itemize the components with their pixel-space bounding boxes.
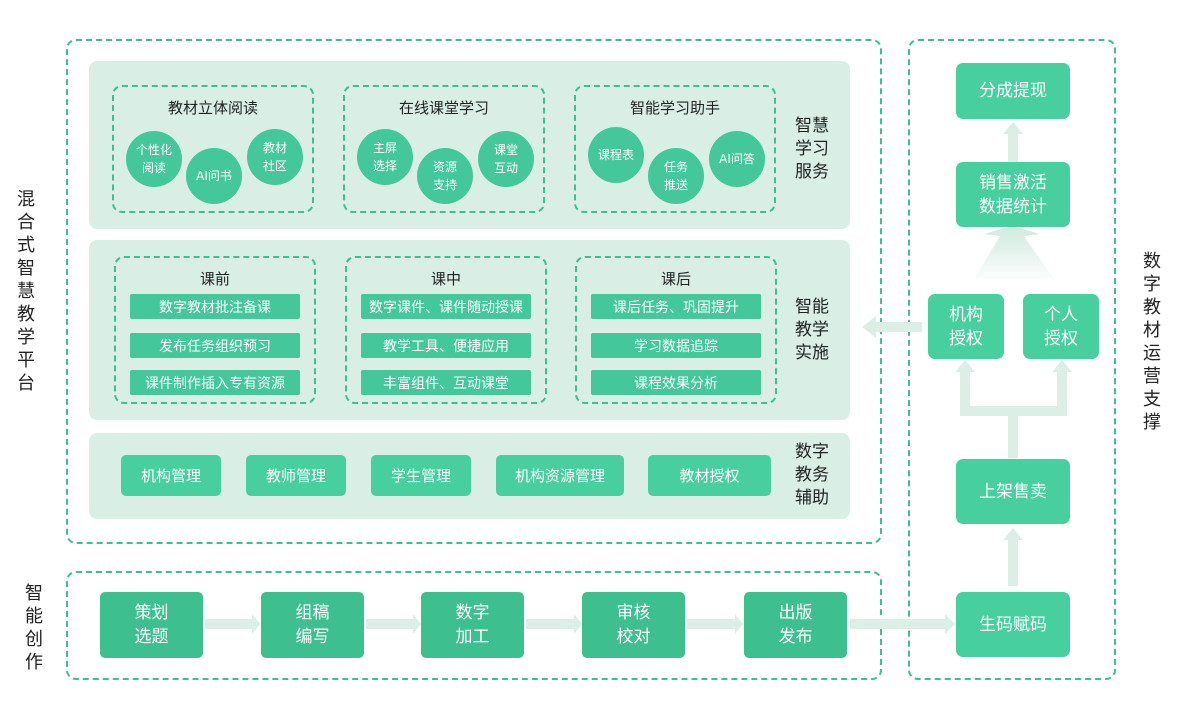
- arrow-to-code: [850, 614, 955, 634]
- institution-license-box: 机构 授权: [928, 294, 1004, 359]
- circle-main-screen: 主屏 选择: [357, 129, 413, 185]
- operation-support-label: 数字教材运营支撑: [1143, 251, 1161, 433]
- teacher-management-button: 教师管理: [246, 455, 346, 496]
- group-title: 课前: [199, 270, 230, 288]
- shelf-sale-box: 上架售卖: [956, 459, 1070, 524]
- circle-task-push: 任务 推送: [648, 148, 704, 204]
- step-review: 审核 校对: [582, 592, 685, 658]
- institution-resource-button: 机构资源管理: [496, 455, 624, 496]
- step-publish: 出版 发布: [744, 592, 847, 658]
- arrow-step-2-3: [366, 614, 421, 634]
- teaching-item: 教学工具、便捷应用: [361, 333, 531, 358]
- learning-services-panel: 教材立体阅读 个性化 阅读 AI问书 教材 社区 在线课堂学习 主屏 选择 资源…: [89, 61, 850, 229]
- step-write: 组稿 编写: [261, 592, 364, 658]
- hybrid-platform-frame: [66, 39, 882, 544]
- teaching-item: 数字课件、课件随动授课: [361, 294, 531, 319]
- circle-schedule: 课程表: [588, 127, 644, 183]
- circle-class-interaction: 课堂 互动: [478, 131, 534, 187]
- circle-personal-reading: 个性化 阅读: [126, 131, 182, 187]
- circle-resource-support: 资源 支持: [417, 148, 473, 204]
- teaching-item: 课程效果分析: [591, 370, 761, 395]
- teaching-item: 发布任务组织预习: [130, 333, 300, 358]
- arrow-stats-to-revenue: [1003, 122, 1023, 162]
- hybrid-platform-label: 混合式智慧教学平台: [17, 189, 35, 394]
- arrow-shelf-branch: [1008, 416, 1018, 458]
- admin-panel: 机构管理 教师管理 学生管理 机构资源管理 教材授权 数字 教务 辅助: [89, 433, 850, 519]
- learning-group-assistant: 智能学习助手 课程表 任务 推送 AI问答: [574, 85, 776, 213]
- circle-textbook-community: 教材 社区: [247, 129, 303, 185]
- arrow-step-4-5: [687, 614, 743, 634]
- circle-ai-qa: AI问答: [709, 131, 765, 187]
- learning-group-online-class: 在线课堂学习 主屏 选择 资源 支持 课堂 互动: [343, 85, 545, 213]
- teaching-item: 数字教材批注备课: [130, 294, 300, 319]
- teaching-group-after: 课后 课后任务、巩固提升 学习数据追踪 课程效果分析: [575, 256, 777, 404]
- group-title: 教材立体阅读: [167, 99, 258, 117]
- teaching-label: 智能 教学 实施: [795, 297, 829, 363]
- teaching-group-before: 课前 数字教材批注备课 发布任务组织预习 课件制作插入专有资源: [114, 256, 316, 404]
- arrow-to-personal: [1052, 360, 1072, 416]
- personal-license-box: 个人 授权: [1023, 294, 1099, 359]
- revenue-withdraw-box: 分成提现: [956, 63, 1070, 119]
- learning-services-label: 智慧 学习 服务: [795, 116, 829, 182]
- group-title: 课中: [430, 270, 461, 288]
- smart-creation-label: 智能创作: [25, 583, 43, 673]
- arrow-step-3-4: [526, 614, 582, 634]
- arrow-step-1-2: [205, 614, 260, 634]
- arrow-branch-bar: [960, 406, 1067, 416]
- arrow-code-to-shelf: [1003, 528, 1023, 586]
- teaching-item: 课件制作插入专有资源: [130, 370, 300, 395]
- learning-group-reading: 教材立体阅读 个性化 阅读 AI问书 教材 社区: [112, 85, 314, 213]
- sales-stats-box: 销售激活 数据统计: [956, 162, 1070, 227]
- step-digital-processing: 数字 加工: [421, 592, 524, 658]
- group-title: 在线课堂学习: [398, 99, 489, 117]
- admin-label: 数字 教务 辅助: [795, 442, 829, 508]
- group-title: 课后: [660, 270, 691, 288]
- circle-ai-book: AI问书: [186, 148, 242, 204]
- arrow-to-institution: [955, 360, 975, 416]
- student-management-button: 学生管理: [371, 455, 471, 496]
- group-title: 智能学习助手: [629, 99, 720, 117]
- code-assign-box: 生码赋码: [956, 592, 1070, 657]
- teaching-panel: 课前 数字教材批注备课 发布任务组织预习 课件制作插入专有资源 课中 数字课件、…: [89, 240, 850, 420]
- teaching-item: 丰富组件、互动课堂: [361, 370, 531, 395]
- institution-management-button: 机构管理: [121, 455, 221, 496]
- step-plan-topic: 策划 选题: [100, 592, 203, 658]
- textbook-license-button: 教材授权: [648, 455, 771, 496]
- arrow-licenses-to-stats: [972, 226, 1056, 282]
- arrow-to-teaching: [862, 316, 922, 338]
- teaching-item: 学习数据追踪: [591, 333, 761, 358]
- operation-support-frame: [908, 39, 1116, 680]
- teaching-item: 课后任务、巩固提升: [591, 294, 761, 319]
- teaching-group-during: 课中 数字课件、课件随动授课 教学工具、便捷应用 丰富组件、互动课堂: [345, 256, 547, 404]
